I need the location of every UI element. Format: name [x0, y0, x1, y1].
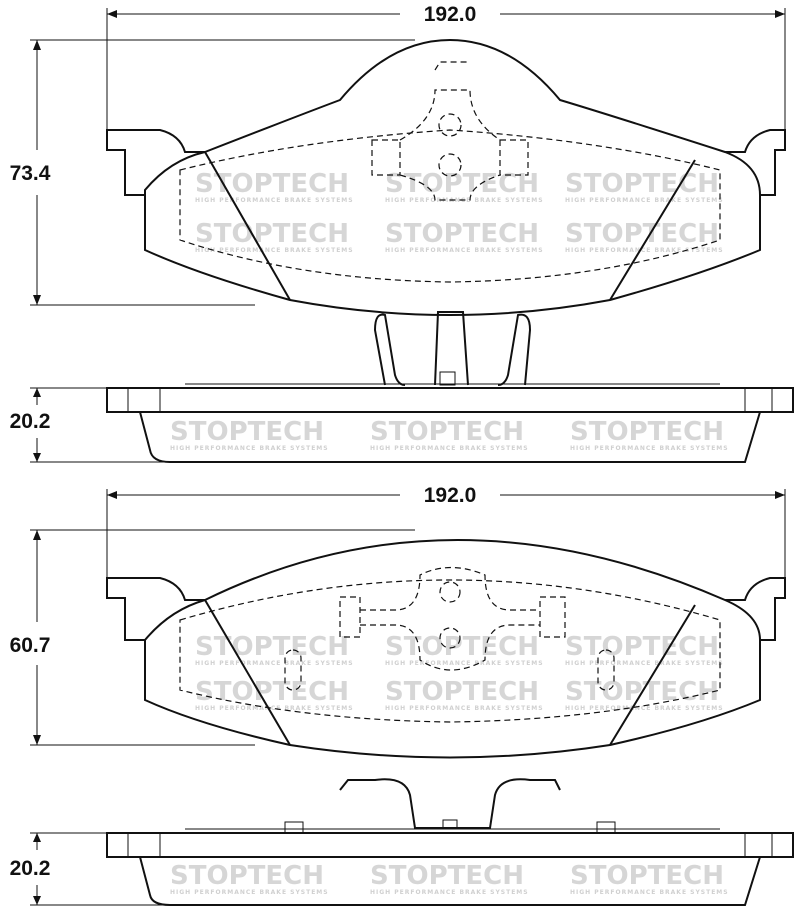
svg-text:STOPTECH: STOPTECH — [195, 169, 349, 199]
svg-text:STOPTECH: STOPTECH — [370, 417, 524, 447]
svg-text:HIGH PERFORMANCE BRAKE SYSTEMS: HIGH PERFORMANCE BRAKE SYSTEMS — [570, 445, 729, 452]
svg-text:HIGH PERFORMANCE BRAKE SYSTEMS: HIGH PERFORMANCE BRAKE SYSTEMS — [195, 247, 354, 254]
svg-text:STOPTECH: STOPTECH — [570, 417, 724, 447]
svg-text:HIGH PERFORMANCE BRAKE SYSTEMS: HIGH PERFORMANCE BRAKE SYSTEMS — [565, 705, 724, 712]
svg-text:STOPTECH: STOPTECH — [565, 169, 719, 199]
pad1-height-dimension: 73.4 — [10, 162, 51, 185]
svg-text:STOPTECH: STOPTECH — [195, 632, 349, 662]
svg-text:HIGH PERFORMANCE BRAKE SYSTEMS: HIGH PERFORMANCE BRAKE SYSTEMS — [565, 197, 724, 204]
svg-text:STOPTECH: STOPTECH — [170, 417, 324, 447]
svg-text:HIGH PERFORMANCE BRAKE SYSTEMS: HIGH PERFORMANCE BRAKE SYSTEMS — [570, 889, 729, 896]
svg-text:HIGH PERFORMANCE BRAKE SYSTEMS: HIGH PERFORMANCE BRAKE SYSTEMS — [370, 445, 529, 452]
pad1-top-view: 192.0 73.4 — [10, 3, 786, 316]
svg-text:STOPTECH: STOPTECH — [385, 219, 539, 249]
svg-text:STOPTECH: STOPTECH — [170, 861, 324, 891]
svg-text:HIGH PERFORMANCE BRAKE SYSTEMS: HIGH PERFORMANCE BRAKE SYSTEMS — [195, 705, 354, 712]
svg-text:HIGH PERFORMANCE BRAKE SYSTEMS: HIGH PERFORMANCE BRAKE SYSTEMS — [565, 247, 724, 254]
svg-text:STOPTECH: STOPTECH — [385, 677, 539, 707]
svg-text:HIGH PERFORMANCE BRAKE SYSTEMS: HIGH PERFORMANCE BRAKE SYSTEMS — [385, 247, 544, 254]
svg-text:HIGH PERFORMANCE BRAKE SYSTEMS: HIGH PERFORMANCE BRAKE SYSTEMS — [195, 197, 354, 204]
pad2-width-dimension: 192.0 — [424, 484, 477, 507]
pad1-side-view: 20.2 — [10, 311, 794, 463]
svg-text:HIGH PERFORMANCE BRAKE SYSTEMS: HIGH PERFORMANCE BRAKE SYSTEMS — [385, 705, 544, 712]
svg-text:STOPTECH: STOPTECH — [385, 632, 539, 662]
svg-text:HIGH PERFORMANCE BRAKE SYSTEMS: HIGH PERFORMANCE BRAKE SYSTEMS — [195, 660, 354, 667]
svg-text:HIGH PERFORMANCE BRAKE SYSTEMS: HIGH PERFORMANCE BRAKE SYSTEMS — [170, 445, 329, 452]
svg-text:STOPTECH: STOPTECH — [570, 861, 724, 891]
pad2-side-view: 20.2 — [10, 778, 794, 906]
pad1-width-dimension: 192.0 — [424, 3, 477, 26]
svg-text:HIGH PERFORMANCE BRAKE SYSTEMS: HIGH PERFORMANCE BRAKE SYSTEMS — [370, 889, 529, 896]
svg-text:HIGH PERFORMANCE BRAKE SYSTEMS: HIGH PERFORMANCE BRAKE SYSTEMS — [385, 660, 544, 667]
svg-text:STOPTECH: STOPTECH — [195, 677, 349, 707]
svg-text:HIGH PERFORMANCE BRAKE SYSTEMS: HIGH PERFORMANCE BRAKE SYSTEMS — [565, 660, 724, 667]
svg-text:STOPTECH: STOPTECH — [195, 219, 349, 249]
pad2-thickness-dimension: 20.2 — [10, 857, 51, 880]
svg-text:STOPTECH: STOPTECH — [370, 861, 524, 891]
svg-text:STOPTECH: STOPTECH — [565, 632, 719, 662]
svg-text:HIGH PERFORMANCE BRAKE SYSTEMS: HIGH PERFORMANCE BRAKE SYSTEMS — [170, 889, 329, 896]
svg-text:STOPTECH: STOPTECH — [565, 219, 719, 249]
svg-text:STOPTECH: STOPTECH — [385, 169, 539, 199]
pad2-top-view: 192.0 60.7 — [10, 484, 786, 759]
pad1-thickness-dimension: 20.2 — [10, 410, 51, 433]
pad2-height-dimension: 60.7 — [10, 634, 51, 657]
